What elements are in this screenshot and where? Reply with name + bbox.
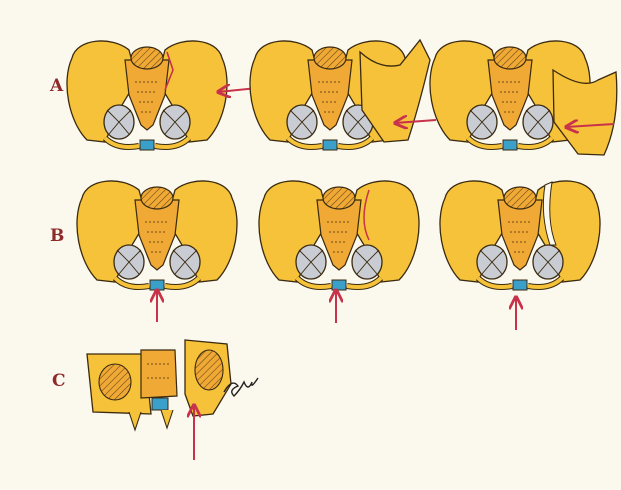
pelvis-a3 [430, 41, 617, 155]
pelvis-a2 [250, 40, 430, 150]
pelvis-c [87, 340, 231, 430]
pelvis-b1 [77, 181, 237, 290]
pelvis-b2 [259, 181, 419, 290]
pelvis-a1 [67, 41, 227, 150]
pelvis-b3 [440, 181, 600, 290]
